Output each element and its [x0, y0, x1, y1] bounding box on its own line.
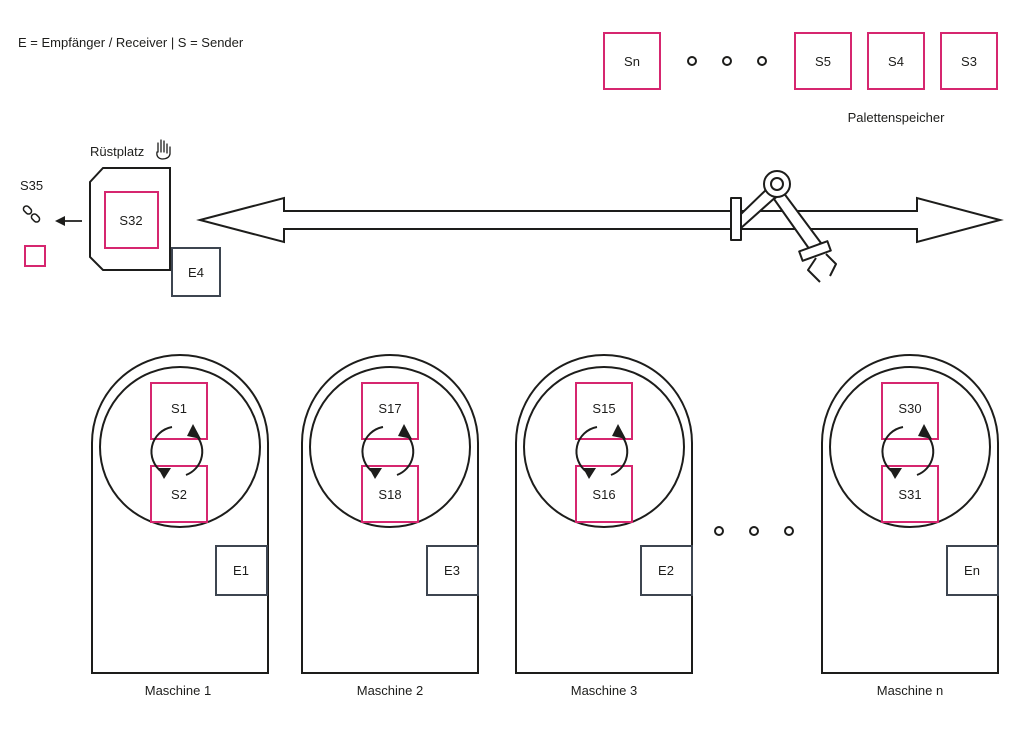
machine-top-pallet-label: S15 — [592, 401, 615, 416]
link-icon — [22, 205, 41, 223]
setup-receiver-label: E4 — [188, 265, 204, 280]
machine-receiver-box — [426, 545, 479, 596]
machine-bottom-pallet — [881, 465, 939, 523]
legend-text: E = Empfänger / Receiver | S = Sender — [18, 35, 244, 50]
machine-top-pallet-label: S1 — [171, 401, 187, 416]
storage-slot-s3 — [940, 32, 998, 90]
machine-body — [821, 354, 999, 674]
machine-receiver-box — [215, 545, 268, 596]
external-sender-label: S35 — [20, 178, 43, 193]
machine-top-pallet — [575, 382, 633, 440]
ellipsis-dot — [687, 56, 697, 66]
pallet-storage: Sn S5 S4 S3 Palettenspeicher — [603, 32, 998, 125]
ellipsis-dot — [722, 56, 732, 66]
machine-top-pallet — [881, 382, 939, 440]
machine-receiver-box — [640, 545, 693, 596]
machine-1: S1 S2 E1 Maschine 1 — [91, 354, 269, 698]
machine-2: S17 S18 E3 Maschine 2 — [301, 354, 479, 698]
transfer-left-arrow — [55, 216, 82, 226]
storage-slot-s3-label: S3 — [961, 54, 977, 69]
pallet-storage-label: Palettenspeicher — [848, 110, 946, 125]
machine-turntable — [523, 366, 685, 528]
transport-rail-arrow — [196, 196, 1004, 244]
machine-bottom-pallet — [361, 465, 419, 523]
hand-icon — [156, 139, 171, 160]
machine-n: S30 S31 En Maschine n — [821, 354, 999, 698]
machine-bottom-pallet-label: S16 — [592, 487, 615, 502]
setup-station: Rüstplatz S35 S32 E4 — [20, 139, 221, 297]
machine-receiver-label: En — [964, 563, 980, 578]
storage-slot-sn — [603, 32, 661, 90]
machine-turntable — [309, 366, 471, 528]
machine-bottom-pallet — [575, 465, 633, 523]
ellipsis-dot — [757, 56, 767, 66]
machine-body — [301, 354, 479, 674]
cycle-arrows-icon — [361, 424, 415, 479]
ellipsis-dot — [749, 526, 759, 536]
machine-bottom-pallet-label: S31 — [898, 487, 921, 502]
machine-turntable — [829, 366, 991, 528]
setup-station-label: Rüstplatz — [90, 144, 144, 159]
setup-pallet-label: S32 — [119, 213, 142, 228]
machine-name: Maschine 3 — [571, 683, 637, 698]
machine-top-pallet — [361, 382, 419, 440]
storage-slot-s4-label: S4 — [888, 54, 904, 69]
storage-slot-sn-label: Sn — [624, 54, 640, 69]
machine-receiver-label: E1 — [233, 563, 249, 578]
machine-top-pallet — [150, 382, 208, 440]
machine-receiver-box — [946, 545, 999, 596]
machine-name: Maschine 1 — [145, 683, 211, 698]
setup-station-outline — [89, 167, 171, 271]
storage-slot-s5-label: S5 — [815, 54, 831, 69]
setup-receiver-box — [171, 247, 221, 297]
machine-3: S15 S16 E2 Maschine 3 — [515, 354, 693, 698]
ellipsis-dot — [714, 526, 724, 536]
storage-slot-s4 — [867, 32, 925, 90]
machine-bottom-pallet-label: S18 — [378, 487, 401, 502]
machine-body — [91, 354, 269, 674]
cycle-arrows-icon — [150, 424, 204, 479]
cycle-arrows-icon — [881, 424, 935, 479]
machine-receiver-label: E3 — [444, 563, 460, 578]
machine-top-pallet-label: S30 — [898, 401, 921, 416]
machine-name: Maschine 2 — [357, 683, 423, 698]
machine-bottom-pallet-label: S2 — [171, 487, 187, 502]
cycle-arrows-icon — [575, 424, 629, 479]
robot-arm-icon — [730, 170, 837, 283]
external-sender-box — [24, 245, 46, 267]
setup-pallet-box — [104, 191, 159, 249]
machine-bottom-pallet — [150, 465, 208, 523]
machine-top-pallet-label: S17 — [378, 401, 401, 416]
ellipsis-dot — [784, 526, 794, 536]
storage-slot-s5 — [794, 32, 852, 90]
machine-receiver-label: E2 — [658, 563, 674, 578]
machine-turntable — [99, 366, 261, 528]
machine-name: Maschine n — [877, 683, 943, 698]
machine-body — [515, 354, 693, 674]
